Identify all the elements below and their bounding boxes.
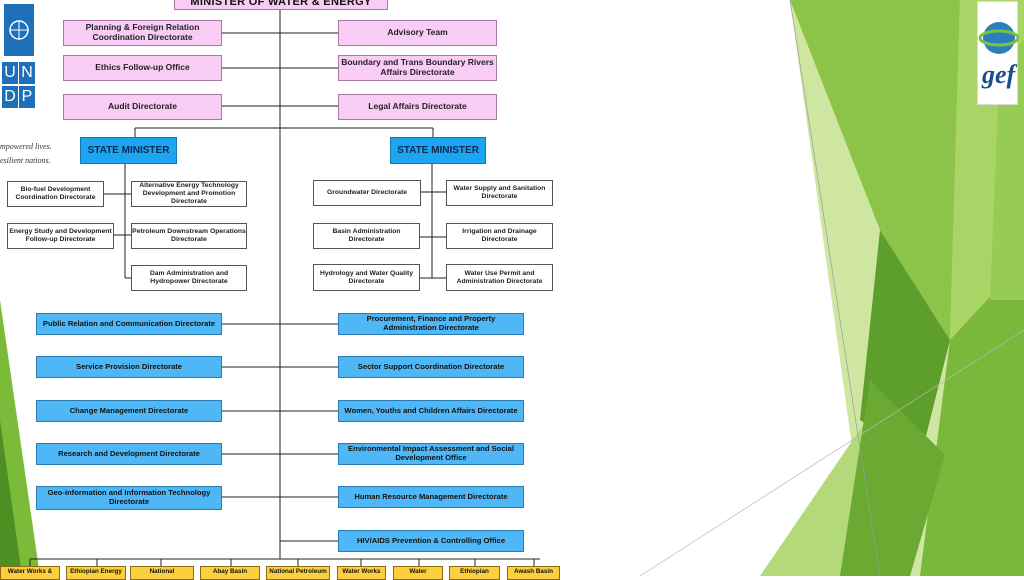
agency-national-box: National [130, 566, 194, 580]
service-provision-directorate-box: Service Provision Directorate [36, 356, 222, 378]
hydrology-water-quality-directorate-box: Hydrology and Water Quality Directorate [313, 264, 420, 291]
undp-letter-u: U [2, 62, 18, 84]
ethics-office-box: Ethics Follow-up Office [63, 55, 222, 81]
dam-hydropower-directorate-box: Dam Administration and Hydropower Direct… [131, 265, 247, 291]
agency-water-works-box: Water Works & [0, 566, 60, 580]
water-supply-sanitation-directorate-box: Water Supply and Sanitation Directorate [446, 180, 553, 206]
hiv-aids-office-box: HIV/AIDS Prevention & Controlling Office [338, 530, 524, 552]
gef-text: gef [982, 60, 1016, 89]
audit-directorate-box: Audit Directorate [63, 94, 222, 120]
agency-ethiopian-energy-box: Ethiopian Energy [66, 566, 126, 580]
state-minister-energy: STATE MINISTER [80, 137, 177, 164]
change-management-directorate-box: Change Management Directorate [36, 400, 222, 422]
legal-affairs-box: Legal Affairs Directorate [338, 94, 497, 120]
agency-water-works-2-box: Water Works [337, 566, 386, 580]
water-use-permit-directorate-box: Water Use Permit and Administration Dire… [446, 264, 553, 291]
undp-logo: U N D P [0, 4, 35, 130]
undp-letter-p: P [19, 86, 35, 108]
biofuel-directorate-box: Bio-fuel Development Coordination Direct… [7, 181, 104, 207]
state-minister-water: STATE MINISTER [390, 137, 486, 164]
geo-information-directorate-box: Geo-information and Information Technolo… [36, 486, 222, 510]
agency-abay-basin-box: Abay Basin [200, 566, 260, 580]
basin-administration-directorate-box: Basin Administration Directorate [313, 223, 420, 249]
irrigation-drainage-directorate-box: Irrigation and Drainage Directorate [446, 223, 553, 249]
undp-letter-n: N [19, 62, 35, 84]
boundary-rivers-box: Boundary and Trans Boundary Rivers Affai… [338, 55, 497, 81]
petroleum-downstream-directorate-box: Petroleum Downstream Operations Director… [131, 223, 247, 249]
agency-awash-basin-box: Awash Basin [507, 566, 560, 580]
energy-study-directorate-box: Energy Study and Development Follow-up D… [7, 223, 114, 249]
minister-title: MINISTER OF WATER & ENERGY [174, 0, 388, 10]
research-development-directorate-box: Research and Development Directorate [36, 443, 222, 465]
gef-logo: gef [977, 1, 1020, 105]
human-resource-directorate-box: Human Resource Management Directorate [338, 486, 524, 508]
sector-support-directorate-box: Sector Support Coordination Directorate [338, 356, 524, 378]
undp-tagline-1: mpowered lives. [0, 142, 52, 151]
planning-foreign-relation-box: Planning & Foreign Relation Coordination… [63, 20, 222, 46]
agency-ethiopian-box: Ethiopian [449, 566, 500, 580]
procurement-finance-directorate-box: Procurement, Finance and Property Admini… [338, 313, 524, 335]
groundwater-directorate-box: Groundwater Directorate [313, 180, 421, 206]
public-relation-directorate-box: Public Relation and Communication Direct… [36, 313, 222, 335]
undp-letter-d: D [2, 86, 18, 108]
alternative-energy-directorate-box: Alternative Energy Technology Developmen… [131, 181, 247, 207]
women-youths-directorate-box: Women, Youths and Children Affairs Direc… [338, 400, 524, 422]
advisory-team-box: Advisory Team [338, 20, 497, 46]
agency-water-box: Water [393, 566, 443, 580]
undp-tagline-2: esilient nations. [0, 156, 51, 165]
environmental-impact-office-box: Environmental Impact Assessment and Soci… [338, 443, 524, 465]
agency-national-petroleum-box: National Petroleum [266, 566, 330, 580]
un-emblem-icon [4, 4, 34, 56]
